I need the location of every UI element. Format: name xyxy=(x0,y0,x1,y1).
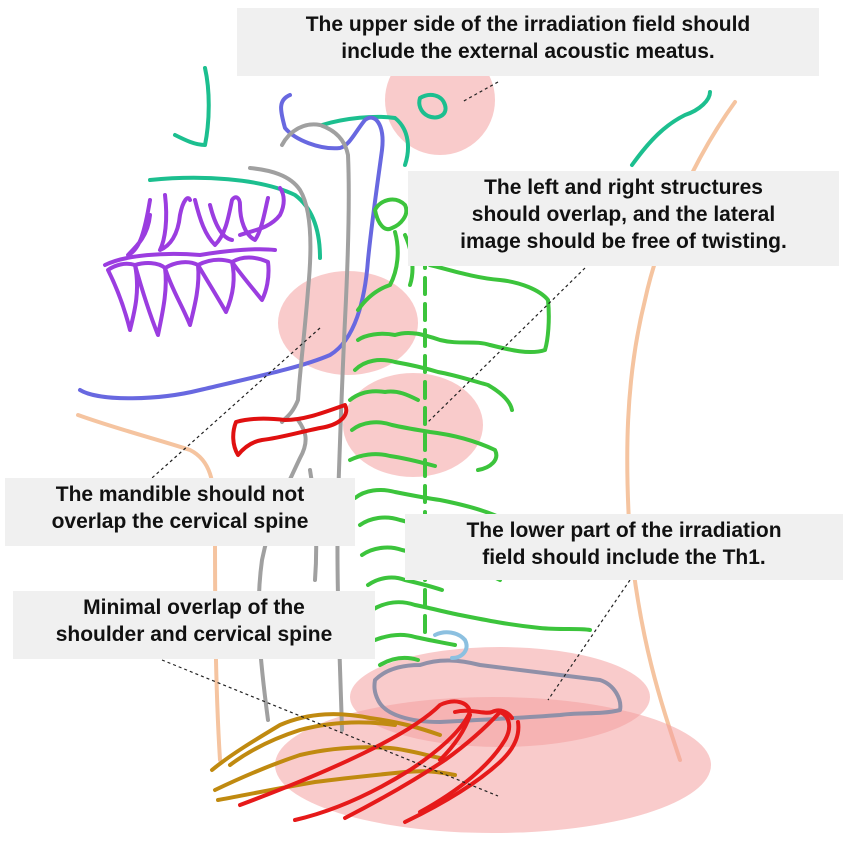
callout-upper-field-line1: The upper side of the irradiation field … xyxy=(305,13,751,36)
callout-upper-field: The upper side of the irradiation field … xyxy=(237,8,819,76)
callout-mandible-line2: overlap the cervical spine xyxy=(51,510,309,533)
highlight-vertebra-zone xyxy=(343,373,483,477)
skull-outline-icon xyxy=(148,66,712,260)
callout-lower-field-line2: field should include the Th1. xyxy=(482,546,766,569)
callout-overlap-line1: The left and right structures xyxy=(484,176,763,199)
callout-overlap-line3: image should be free of twisting. xyxy=(460,230,787,253)
leader-upper-field xyxy=(461,81,499,103)
callout-overlap-structures: The left and right structures should ove… xyxy=(408,171,839,266)
teeth-icon xyxy=(103,186,286,337)
callout-shoulder-line2: shoulder and cervical spine xyxy=(55,623,333,646)
th1-vertebra xyxy=(372,630,623,724)
callout-lower-field-line1: The lower part of the irradiation xyxy=(466,519,782,542)
callout-overlap-line2: should overlap, and the lateral xyxy=(471,203,776,226)
mandible-icon xyxy=(78,93,385,401)
callout-shoulder: Minimal overlap of the shoulder and cerv… xyxy=(13,591,375,659)
hyoid-bone-icon xyxy=(231,403,349,457)
leader-overlap xyxy=(427,267,586,423)
leader-lower-field xyxy=(547,579,631,701)
callout-shoulder-line1: Minimal overlap of the xyxy=(83,596,305,619)
callout-lower-field: The lower part of the irradiation field … xyxy=(405,514,843,580)
leader-mandible xyxy=(151,327,321,479)
callout-mandible: The mandible should not overlap the cerv… xyxy=(5,478,355,546)
callout-upper-field-line2: include the external acoustic meatus. xyxy=(341,40,715,63)
callout-mandible-line1: The mandible should not xyxy=(55,483,305,506)
ribs-icon xyxy=(238,699,521,824)
highlight-mandible-zone xyxy=(278,271,418,375)
leader-shoulder xyxy=(161,659,499,797)
leader-lines xyxy=(151,81,631,797)
